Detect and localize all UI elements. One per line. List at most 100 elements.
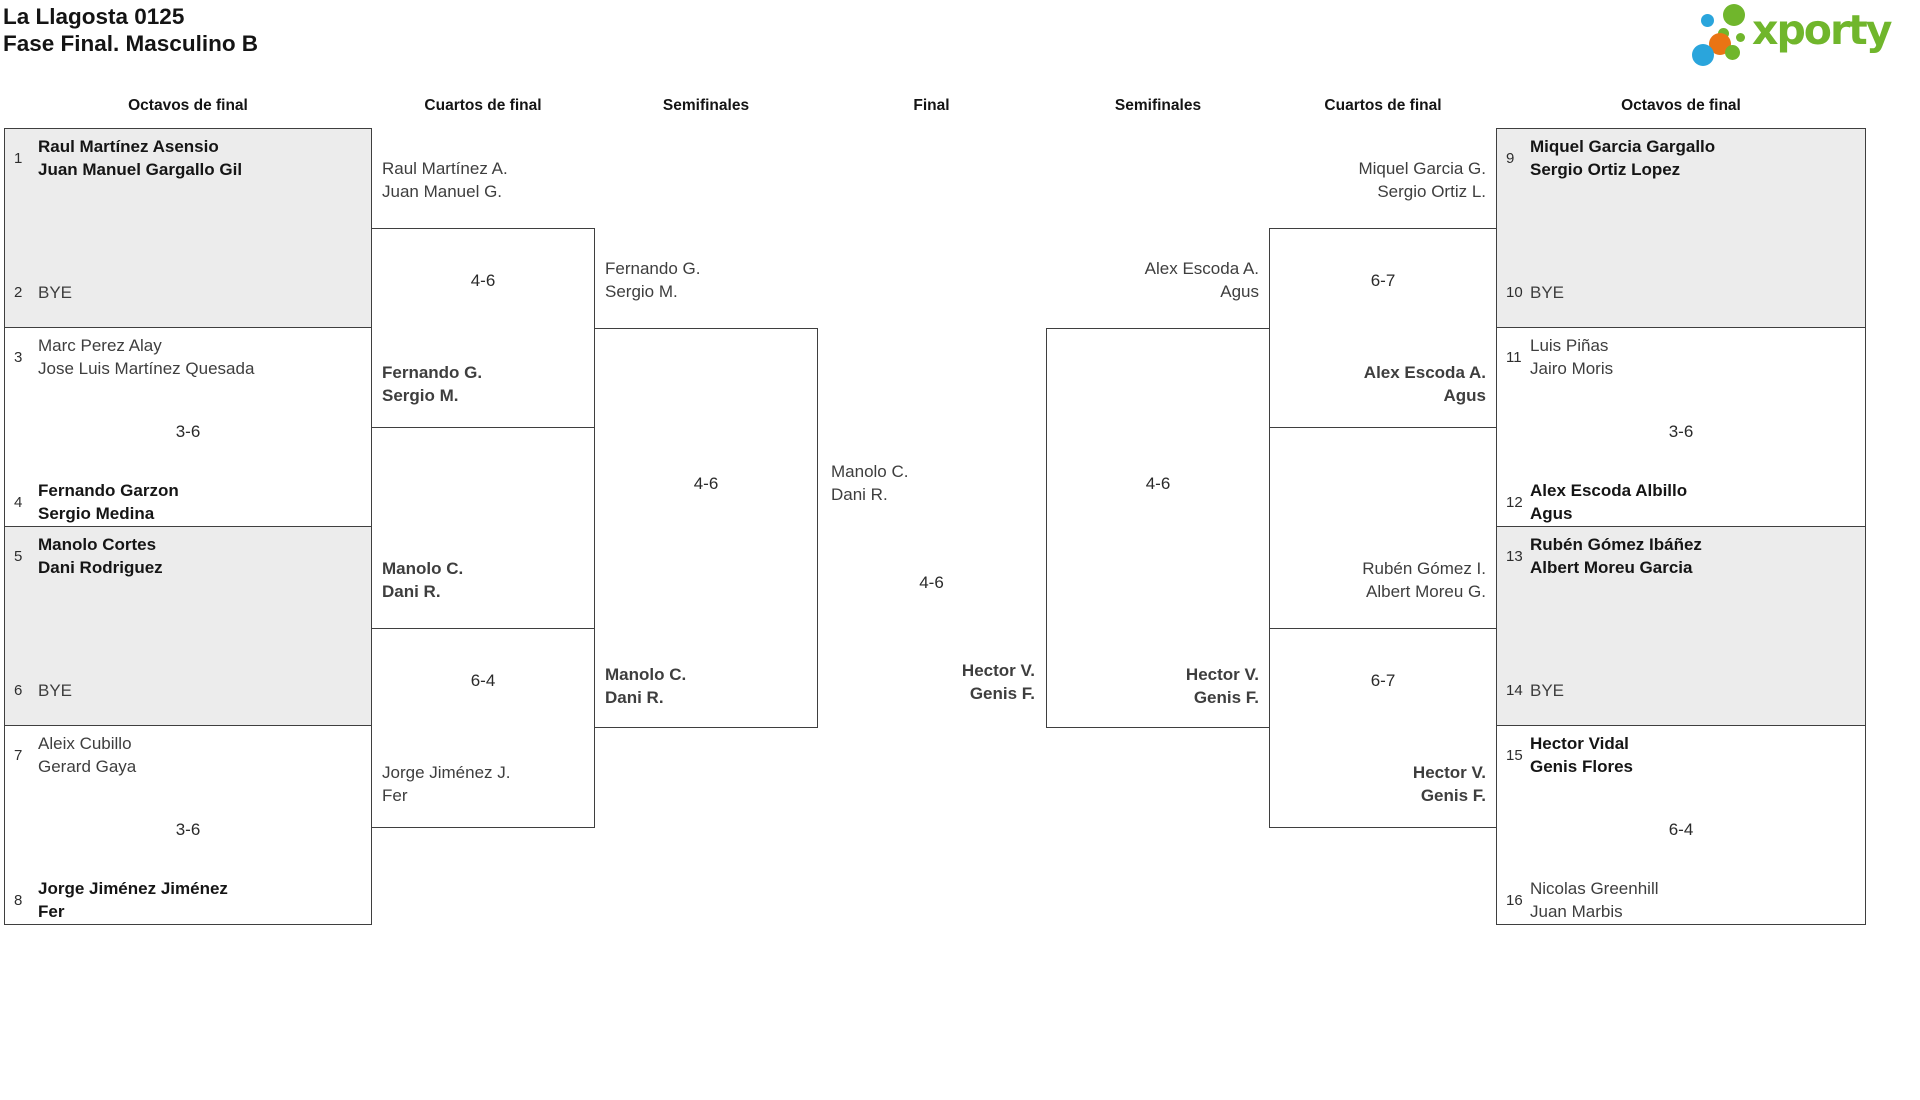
team-name: Manolo C.Dani R. [605, 665, 687, 707]
round-header-semifinales-left: Semifinales [662, 97, 750, 114]
round-header-octavos-left: Octavos de final [128, 97, 248, 114]
match-score: 6-4 [470, 671, 496, 690]
match-score: 4-6 [693, 474, 719, 493]
team-name: Hector V.Genis F. [1412, 763, 1486, 805]
match-score: 3-6 [1668, 422, 1694, 441]
seed-label: 13 [1506, 547, 1523, 565]
match-score: 6-7 [1370, 671, 1396, 690]
seed-label: 15 [1506, 746, 1523, 764]
page-title: La Llagosta 0125 Fase Final. Masculino B [3, 3, 258, 57]
seed-label: 14 [1506, 682, 1523, 699]
match-qf-3: Miquel Garcia G.Sergio Ortiz L. 6-7 Alex… [1269, 159, 1497, 428]
seed-label: 6 [14, 682, 23, 699]
seed-label: 4 [14, 493, 23, 511]
round-header-final: Final [913, 97, 950, 114]
team-name: Hector V.Genis F. [1185, 665, 1259, 707]
team-name: Hector V.Genis F. [961, 661, 1035, 703]
team-name: Fernando G.Sergio M. [605, 259, 701, 301]
seed-label: 8 [14, 891, 23, 909]
team-entry-bye: 14 BYE [1506, 679, 1859, 702]
seed-label: 2 [14, 284, 23, 301]
logo-dot-blue-small [1701, 14, 1714, 27]
logo-dot-blue-large [1692, 44, 1714, 66]
logo-dot-green-large [1723, 4, 1745, 26]
match-sf-2: Alex Escoda A.Agus 4-6 Hector V.Genis F. [1046, 259, 1270, 728]
round-header-cuartos-left: Cuartos de final [424, 97, 542, 114]
match-qf-2: Manolo C.Dani R. 6-4 Jorge Jiménez J.Fer [371, 559, 595, 828]
match-score: 6-4 [1668, 820, 1694, 839]
team-name: Alex Escoda A.Agus [1144, 259, 1259, 301]
round-header-cuartos-right: Cuartos de final [1324, 97, 1442, 114]
seed-label: 10 [1506, 284, 1523, 301]
seed-label: 9 [1506, 149, 1515, 167]
match-score: 4-6 [470, 271, 496, 290]
team-name: Alex Escoda A.Agus [1363, 363, 1486, 405]
team-entry-bye: 10 BYE [1506, 281, 1859, 304]
seed-label: 12 [1506, 493, 1523, 511]
phase-title: Fase Final. Masculino B [3, 31, 259, 56]
seed-label: 11 [1506, 348, 1522, 366]
match-score: 3-6 [175, 422, 201, 441]
match-final: Manolo C.Dani R. 4-6 Hector V.Genis F. [817, 328, 1046, 728]
team-name: Raul Martínez A.Juan Manuel G. [382, 159, 508, 201]
bye-label: BYE [1530, 283, 1565, 302]
team-name: Fernando G.Sergio M. [382, 363, 483, 405]
bye-label: BYE [38, 283, 73, 302]
team-name: Jorge Jiménez J.Fer [382, 763, 511, 805]
team-name: Miquel Garcia G.Sergio Ortiz L. [1358, 159, 1486, 201]
logo-dot-green-xxs [1736, 33, 1745, 42]
tournament-title: La Llagosta 0125 [3, 4, 185, 29]
seed-label: 16 [1506, 891, 1523, 909]
round-header-octavos-right: Octavos de final [1621, 97, 1741, 114]
seed-label: 3 [14, 348, 23, 366]
seed-label: 1 [14, 149, 23, 167]
seed-label: 5 [14, 547, 23, 565]
team-name: Manolo C.Dani R. [831, 462, 909, 504]
logo-dot-green-small [1725, 45, 1740, 60]
team-name: Rubén Gómez I.Albert Moreu G. [1362, 559, 1486, 601]
match-score: 4-6 [1145, 474, 1171, 493]
seed-label: 7 [14, 746, 23, 764]
bye-label: BYE [38, 681, 73, 700]
xporty-logo[interactable]: xporty [1688, 0, 1920, 72]
team-name: Manolo C.Dani R. [382, 559, 464, 601]
round-header-semifinales-right: Semifinales [1114, 97, 1202, 114]
brand-text: xporty [1752, 6, 1893, 54]
bye-label: BYE [1530, 681, 1565, 700]
match-score: 4-6 [919, 573, 944, 592]
match-qf-4: Rubén Gómez I.Albert Moreu G. 6-7 Hector… [1269, 559, 1497, 828]
match-score: 3-6 [175, 820, 201, 839]
match-qf-1: Raul Martínez A.Juan Manuel G. 4-6 Ferna… [371, 159, 595, 428]
